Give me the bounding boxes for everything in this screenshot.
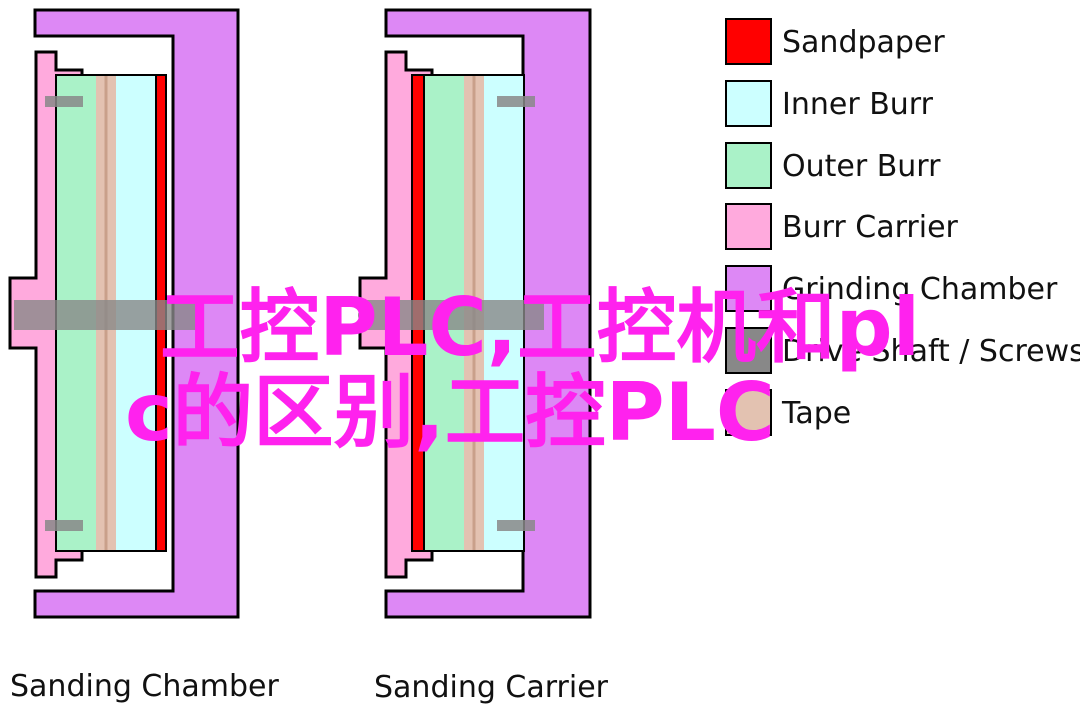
legend-swatch — [725, 327, 772, 374]
legend: Sandpaper Inner Burr Outer Burr Burr Car… — [725, 18, 1080, 436]
sanding-chamber-diagram — [8, 8, 240, 619]
legend-label: Burr Carrier — [782, 210, 959, 245]
legend-label: Grinding Chamber — [782, 272, 1058, 307]
drive-shaft-right — [364, 300, 544, 330]
sanding-carrier-diagram — [358, 8, 592, 619]
screw-bottom-left — [45, 520, 83, 531]
legend-label: Inner Burr — [782, 87, 934, 122]
legend-swatch — [725, 389, 772, 436]
legend-swatch — [725, 203, 772, 250]
drive-shaft-left — [14, 300, 200, 330]
screw-top-left — [45, 96, 83, 107]
caption-sanding-carrier: Sanding Carrier — [374, 670, 609, 705]
legend-swatch — [725, 265, 772, 312]
legend-label: Drive Shaft / Screws — [782, 334, 1080, 369]
legend-label: Outer Burr — [782, 149, 941, 184]
grinding-chamber-shell-left — [33, 8, 240, 619]
legend-item-inner-burr: Inner Burr — [725, 80, 934, 127]
legend-item-burr-carrier: Burr Carrier — [725, 203, 959, 250]
legend-label: Sandpaper — [782, 25, 945, 60]
caption-sanding-chamber: Sanding Chamber — [10, 669, 279, 704]
legend-item-tape: Tape — [725, 389, 851, 436]
grinding-chamber-shell-right — [384, 8, 592, 619]
screw-top-right — [497, 96, 535, 107]
watermark-line-1: 工控PLC,工控机和pl — [160, 281, 920, 374]
legend-swatch — [725, 142, 772, 189]
watermark-line-2: c的区别,工控PLC — [125, 366, 775, 459]
watermark-overlay: 工控PLC,工控机和pl c的区别,工控PLC — [125, 281, 920, 459]
screw-bottom-right — [497, 520, 535, 531]
legend-item-outer-burr: Outer Burr — [725, 142, 941, 189]
legend-swatch — [725, 80, 772, 127]
legend-item-drive-shaft: Drive Shaft / Screws — [725, 327, 1080, 374]
legend-item-sandpaper: Sandpaper — [725, 18, 945, 65]
legend-item-grinding-chamber: Grinding Chamber — [725, 265, 1058, 312]
legend-label: Tape — [781, 396, 851, 431]
legend-swatch — [725, 18, 772, 65]
